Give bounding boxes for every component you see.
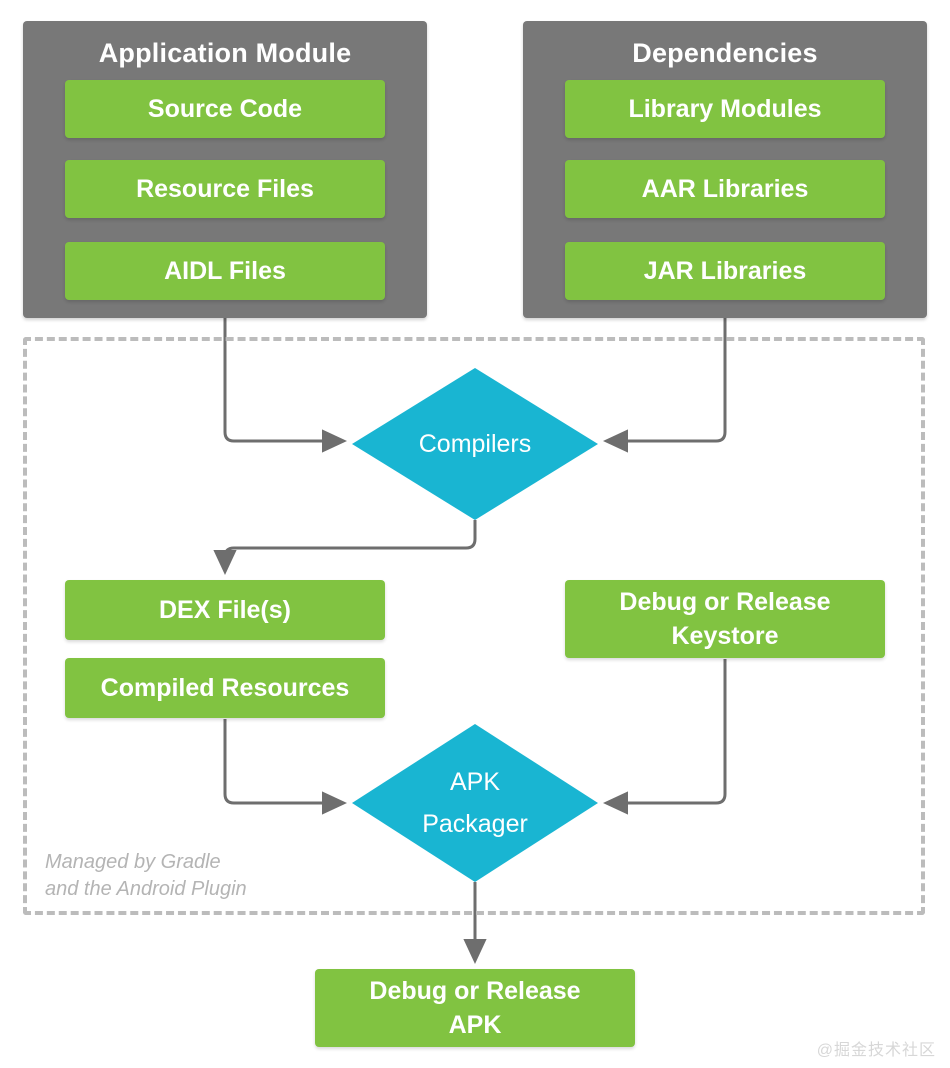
box-compiled-resources[interactable]: Compiled Resources <box>65 658 385 718</box>
process-apk-packager[interactable]: APK Packager <box>352 724 598 882</box>
managed-by-gradle-note: Managed by Gradle and the Android Plugin <box>45 851 247 900</box>
process-compilers[interactable]: Compilers <box>352 368 598 520</box>
box-resource-files[interactable]: Resource Files <box>65 160 385 218</box>
box-aar-libraries[interactable]: AAR Libraries <box>565 160 885 218</box>
apk-packager-diamond-shape <box>352 724 598 882</box>
box-library-modules[interactable]: Library Modules <box>565 80 885 138</box>
box-source-code[interactable]: Source Code <box>65 80 385 138</box>
group-title-dependencies: Dependencies <box>632 38 818 68</box>
box-aidl-files[interactable]: AIDL Files <box>65 242 385 300</box>
box-dex-files[interactable]: DEX File(s) <box>65 580 385 640</box>
compilers-diamond-shape <box>352 368 598 520</box>
group-title-application-module: Application Module <box>98 38 352 68</box>
box-output-apk[interactable]: Debug or Release APK <box>315 969 635 1047</box>
box-keystore[interactable]: Debug or Release Keystore <box>565 580 885 658</box>
managed-by-gradle-region <box>23 337 925 915</box>
box-jar-libraries[interactable]: JAR Libraries <box>565 242 885 300</box>
watermark: @掘金技术社区 <box>816 1042 936 1059</box>
